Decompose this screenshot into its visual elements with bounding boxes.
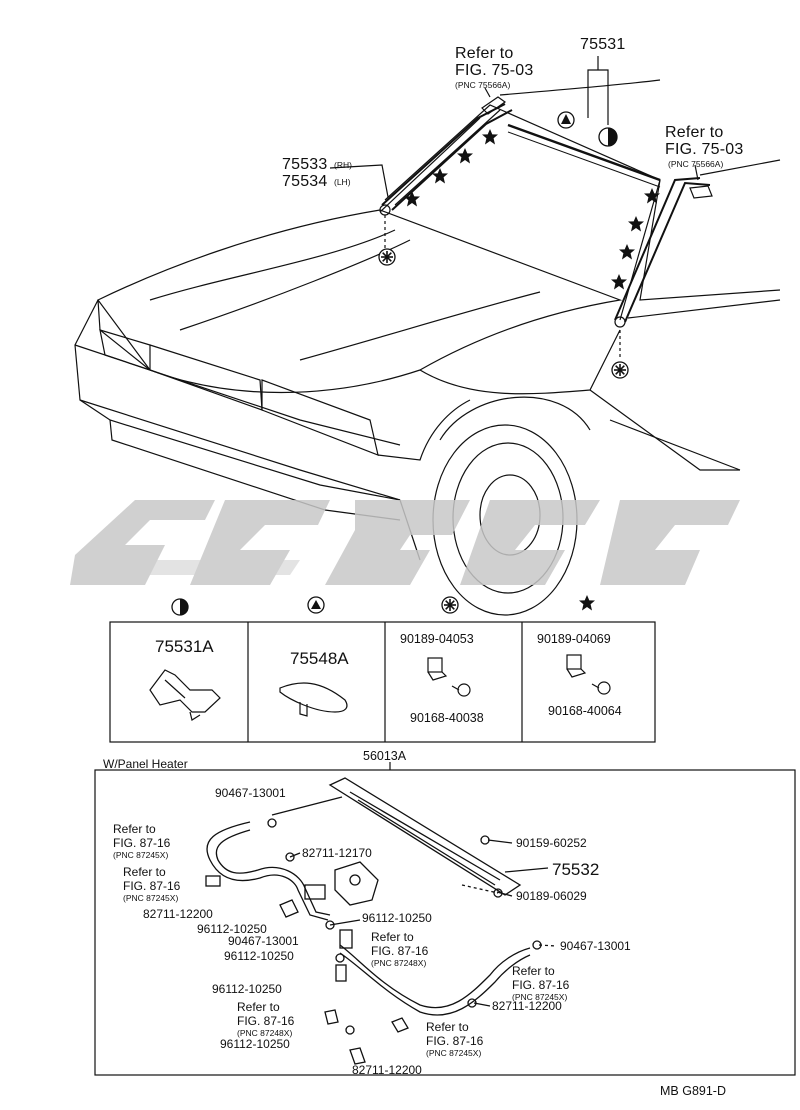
label-90467-13001-b: 90467-13001 [228,934,299,948]
ref3-line3: (PNC 87248X) [371,958,427,968]
ref6-line2: FIG. 87-16 [426,1034,484,1048]
watermark-logo [70,500,740,585]
refer-top-left-line1: Refer to [455,45,514,62]
pillar-rh-suffix: (RH) [334,160,352,170]
refer-top-right-line1: Refer to [665,124,724,141]
ref4-line2: FIG. 87-16 [512,978,570,992]
ref1-line1: Refer to [113,822,156,836]
half-filled-circle-icon [171,598,189,616]
ref6-line3: (PNC 87245X) [426,1048,482,1058]
section-title: W/Panel Heater [103,757,188,771]
legend-frame [109,621,656,743]
legend-box4-part-b: 90168-40064 [548,704,622,718]
ref4-line1: Refer to [512,964,555,978]
label-90467-13001-c: 90467-13001 [560,939,631,953]
pillar-rh-part: 75533 [282,156,328,173]
lower-frame [94,762,796,1076]
part-75548A-drawing [279,682,348,717]
ref5-line2: FIG. 87-16 [237,1014,295,1028]
label-96112-10250-d: 96112-10250 [212,982,282,996]
assembly-part: 56013A [363,749,407,763]
star-icon [611,274,627,290]
legend-box3-part-a: 90189-04053 [400,632,474,646]
label-90467-13001-a: 90467-13001 [215,786,286,800]
circle-triangle-icon [307,596,325,614]
star-icon [404,191,420,207]
label-96112-10250-a: 96112-10250 [362,911,432,925]
label-96112-10250-c: 96112-10250 [224,949,294,963]
legend-box2-part: 75548A [290,649,349,668]
half-filled-circle-icon [598,127,618,147]
label-75532: 75532 [552,860,600,879]
refer-top-left-line2: FIG. 75-03 [455,62,534,79]
refer-top-right-line2: FIG. 75-03 [665,141,744,158]
label-90159-60252: 90159-60252 [516,836,587,850]
star-icon [619,244,635,260]
ref3-line2: FIG. 87-16 [371,944,429,958]
circle-asterisk-icon [441,596,459,614]
ref2-line3: (PNC 87245X) [123,893,179,903]
part-clip-drawing-2 [566,654,611,695]
ref4-line3: (PNC 87245X) [512,992,568,1002]
refer-top-right-line3: (PNC 75566A) [668,159,724,169]
pillar-lh-part: 75534 [282,173,328,190]
ref6-line1: Refer to [426,1020,469,1034]
washer-assembly-drawing [205,777,557,1065]
ref5-line1: Refer to [237,1000,280,1014]
ref1-line2: FIG. 87-16 [113,836,171,850]
ref1-line3: (PNC 87245X) [113,850,169,860]
star-icon [457,148,473,164]
ref3-line1: Refer to [371,930,414,944]
legend-box3-part-b: 90168-40038 [410,711,484,725]
legend-box4-part-a: 90189-04069 [537,632,611,646]
label-82711-12200-a: 82711-12200 [143,907,213,921]
main-part-number: 75531 [580,36,626,53]
part-75531A-drawing [149,669,221,721]
label-96112-10250-b: 96112-10250 [197,922,267,936]
pillar-lh-suffix: (LH) [334,177,351,187]
ref2-line1: Refer to [123,865,166,879]
legend-box1-part: 75531A [155,637,214,656]
star-icon [628,216,644,232]
label-82711-12200-c: 82711-12200 [352,1063,422,1077]
label-90189-06029: 90189-06029 [516,889,587,903]
footer-code: MB G891-D [660,1084,726,1098]
star-icon [482,129,498,145]
label-82711-12170: 82711-12170 [302,846,372,860]
ref5-line3: (PNC 87248X) [237,1028,293,1038]
star-icon [579,595,595,611]
asterisk-fastener-icon [611,361,629,379]
asterisk-fastener-icon [378,248,396,266]
refer-top-left-line3: (PNC 75566A) [455,80,511,90]
ref2-line2: FIG. 87-16 [123,879,181,893]
part-clip-drawing [427,657,471,697]
circle-triangle-icon [557,111,575,129]
label-96112-10250-e: 96112-10250 [220,1037,290,1051]
label-82711-12200-b: 82711-12200 [492,999,562,1013]
